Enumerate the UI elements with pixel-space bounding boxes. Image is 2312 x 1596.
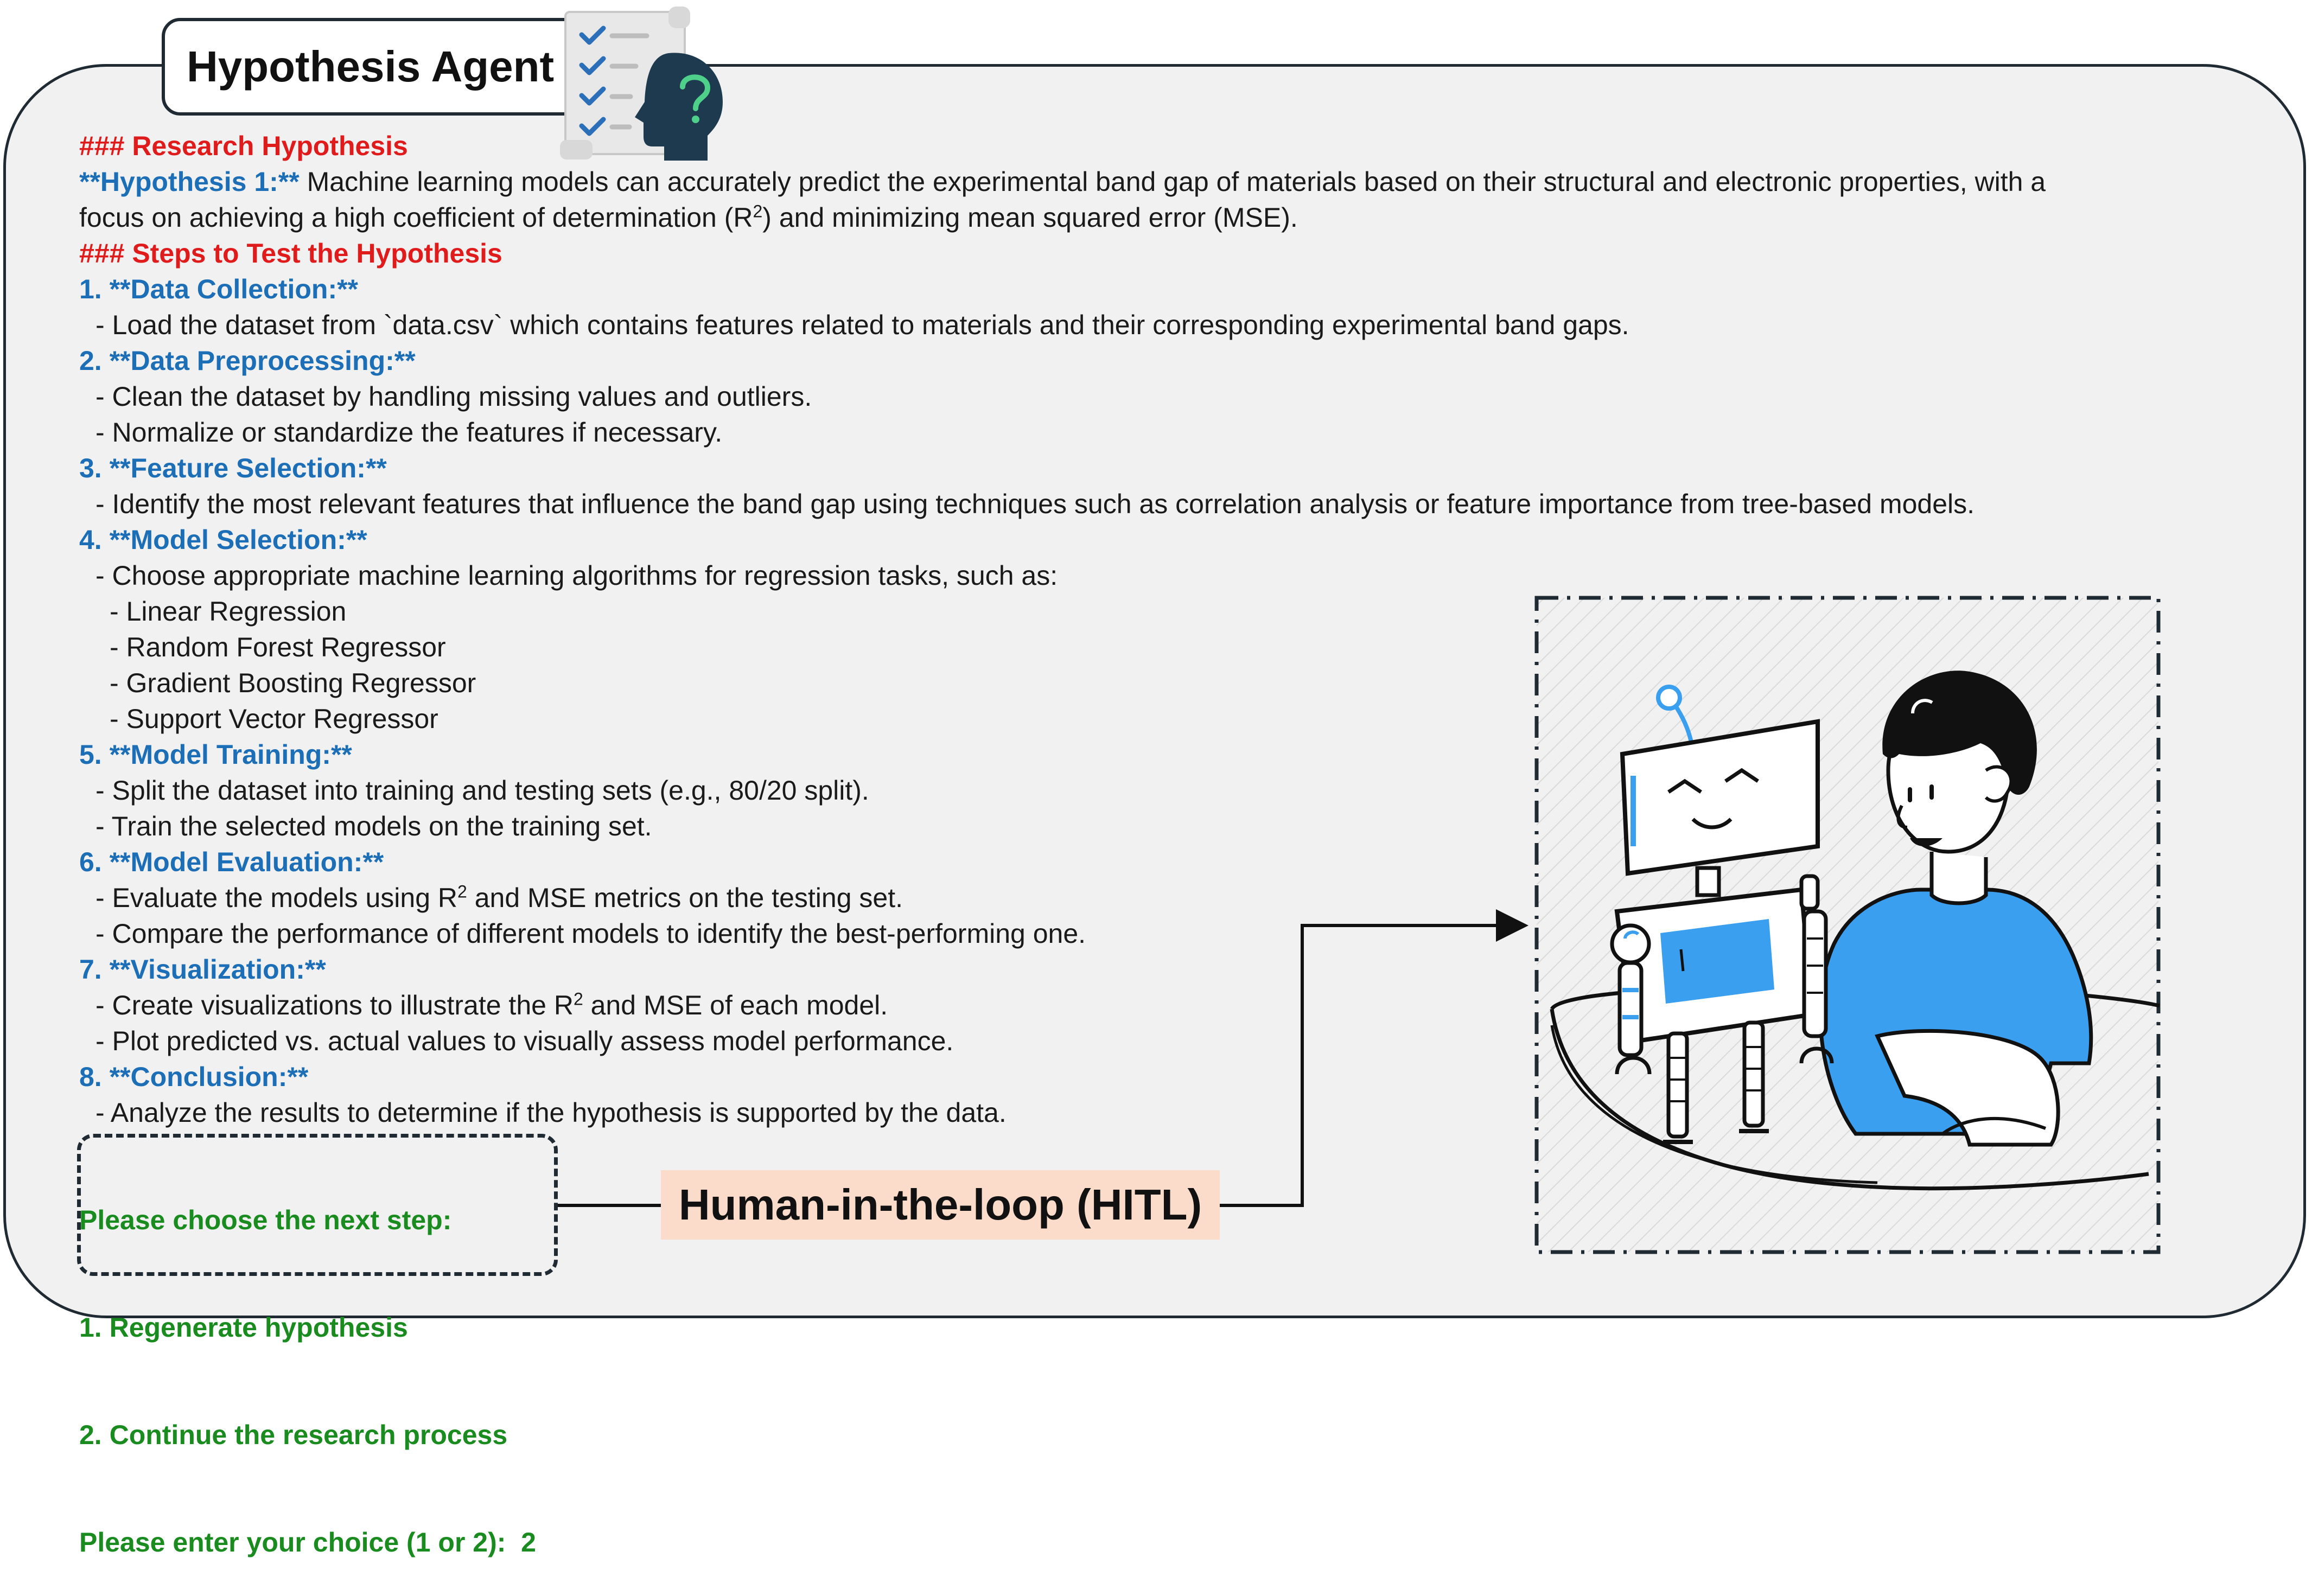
- step-item: - Evaluate the models using R2 and MSE m…: [79, 880, 2271, 916]
- step-title: 4. **Model Selection:**: [79, 525, 367, 555]
- choice-menu: Please choose the next step: 1. Regenera…: [79, 1131, 536, 1596]
- superscript: 2: [457, 882, 467, 902]
- hypothesis-text-2a: focus on achieving a high coefficient of…: [79, 202, 753, 233]
- step-item: - Plot predicted vs. actual values to vi…: [95, 1026, 954, 1056]
- choice-box: [77, 1134, 558, 1276]
- step-item: - Normalize or standardize the features …: [95, 417, 723, 448]
- step-item: - Identify the most relevant features th…: [95, 489, 1975, 519]
- hypothesis-line-1: **Hypothesis 1:** Machine learning model…: [79, 164, 2271, 200]
- step-item: - Analyze the results to determine if th…: [95, 1097, 1007, 1128]
- steps-heading: ### Steps to Test the Hypothesis: [79, 238, 502, 269]
- choice-prompt: Please choose the next step:: [79, 1205, 452, 1235]
- step-item: - Train the selected models on the train…: [95, 811, 652, 841]
- model-item: - Gradient Boosting Regressor: [110, 668, 476, 698]
- hitl-label: Human-in-the-loop (HITL): [678, 1180, 1202, 1229]
- step-title: 8. **Conclusion:**: [79, 1062, 309, 1092]
- superscript: 2: [753, 201, 763, 221]
- connector-lines: [558, 909, 1528, 1207]
- connector-hitl-to-illustration: [1220, 909, 1528, 1207]
- hypothesis-text-2b: ) and minimizing mean squared error (MSE…: [762, 202, 1298, 233]
- step-item-text: - Evaluate the models using R: [95, 883, 458, 913]
- hypothesis-content: ### Research Hypothesis **Hypothesis 1:*…: [79, 128, 2271, 1131]
- model-item: - Random Forest Regressor: [110, 632, 446, 662]
- step-item: - Load the dataset from `data.csv` which…: [95, 310, 1629, 340]
- model-item: - Linear Regression: [110, 596, 347, 627]
- hypothesis-text-1: Machine learning models can accurately p…: [299, 167, 2046, 197]
- step-title: 6. **Model Evaluation:**: [79, 847, 384, 877]
- checklist-question-head-icon: [560, 7, 723, 161]
- step-item-text: - Create visualizations to illustrate th…: [95, 990, 574, 1020]
- step-title: 3. **Feature Selection:**: [79, 453, 387, 483]
- step-item: - Split the dataset into training and te…: [95, 775, 869, 806]
- hypothesis-label: **Hypothesis 1:**: [79, 167, 300, 197]
- step-item-text: and MSE metrics on the testing set.: [467, 883, 903, 913]
- step-title: 7. **Visualization:**: [79, 954, 326, 985]
- choice-option-regenerate[interactable]: 1. Regenerate hypothesis: [79, 1312, 408, 1343]
- step-title: 2. **Data Preprocessing:**: [79, 346, 416, 376]
- step-item: - Create visualizations to illustrate th…: [79, 987, 2271, 1023]
- model-item: - Support Vector Regressor: [110, 704, 438, 734]
- agent-title: Hypothesis Agent: [187, 42, 555, 91]
- robot-and-human-illustration: [1534, 596, 2161, 1254]
- step-item: - Compare the performance of different m…: [95, 918, 1086, 949]
- step-title: 5. **Model Training:**: [79, 739, 352, 770]
- step-item: - Clean the dataset by handling missing …: [95, 381, 812, 412]
- choice-input-prompt[interactable]: Please enter your choice (1 or 2): 2: [79, 1527, 536, 1557]
- step-title: 1. **Data Collection:**: [79, 274, 359, 304]
- hitl-label-box: Human-in-the-loop (HITL): [661, 1170, 1220, 1240]
- agent-title-box: Hypothesis Agent: [162, 18, 589, 116]
- superscript: 2: [573, 989, 583, 1009]
- hypothesis-heading: ### Research Hypothesis: [79, 131, 408, 161]
- step-item: - Choose appropriate machine learning al…: [95, 560, 1058, 591]
- choice-option-continue[interactable]: 2. Continue the research process: [79, 1420, 508, 1450]
- step-item-text: and MSE of each model.: [583, 990, 888, 1020]
- hypothesis-line-2: focus on achieving a high coefficient of…: [79, 200, 2271, 235]
